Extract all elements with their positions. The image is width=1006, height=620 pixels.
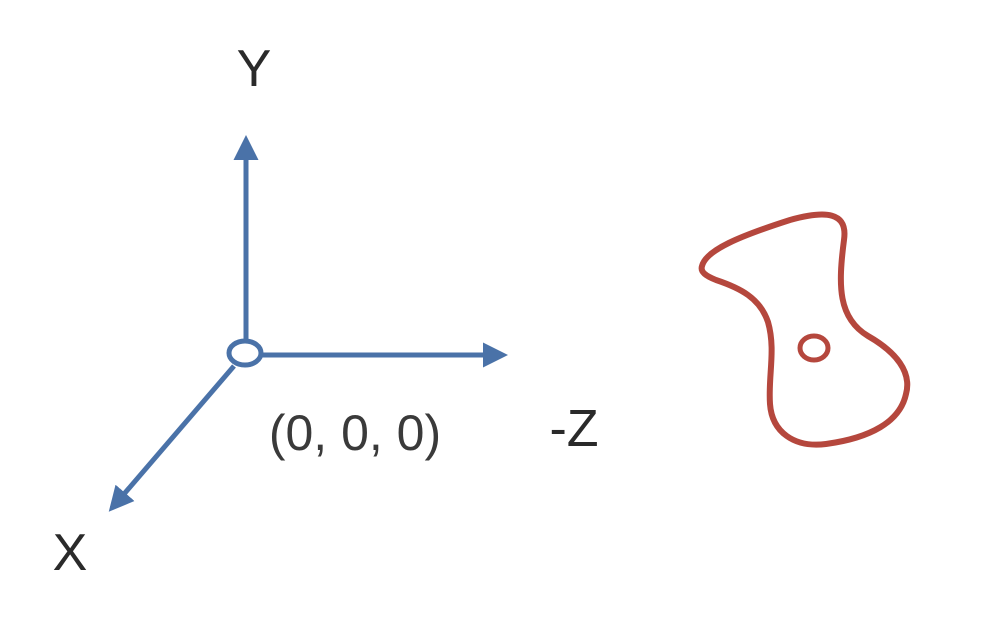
y-axis-label: Y	[237, 40, 272, 98]
object-shape	[698, 211, 911, 448]
origin-label: (0, 0, 0)	[269, 405, 441, 461]
object-outline	[698, 211, 911, 448]
z-axis-label: -Z	[549, 400, 598, 458]
object-hole	[797, 333, 831, 363]
x-axis-arrow	[108, 364, 236, 512]
origin-marker	[226, 338, 264, 368]
x-axis-label: X	[53, 524, 88, 582]
